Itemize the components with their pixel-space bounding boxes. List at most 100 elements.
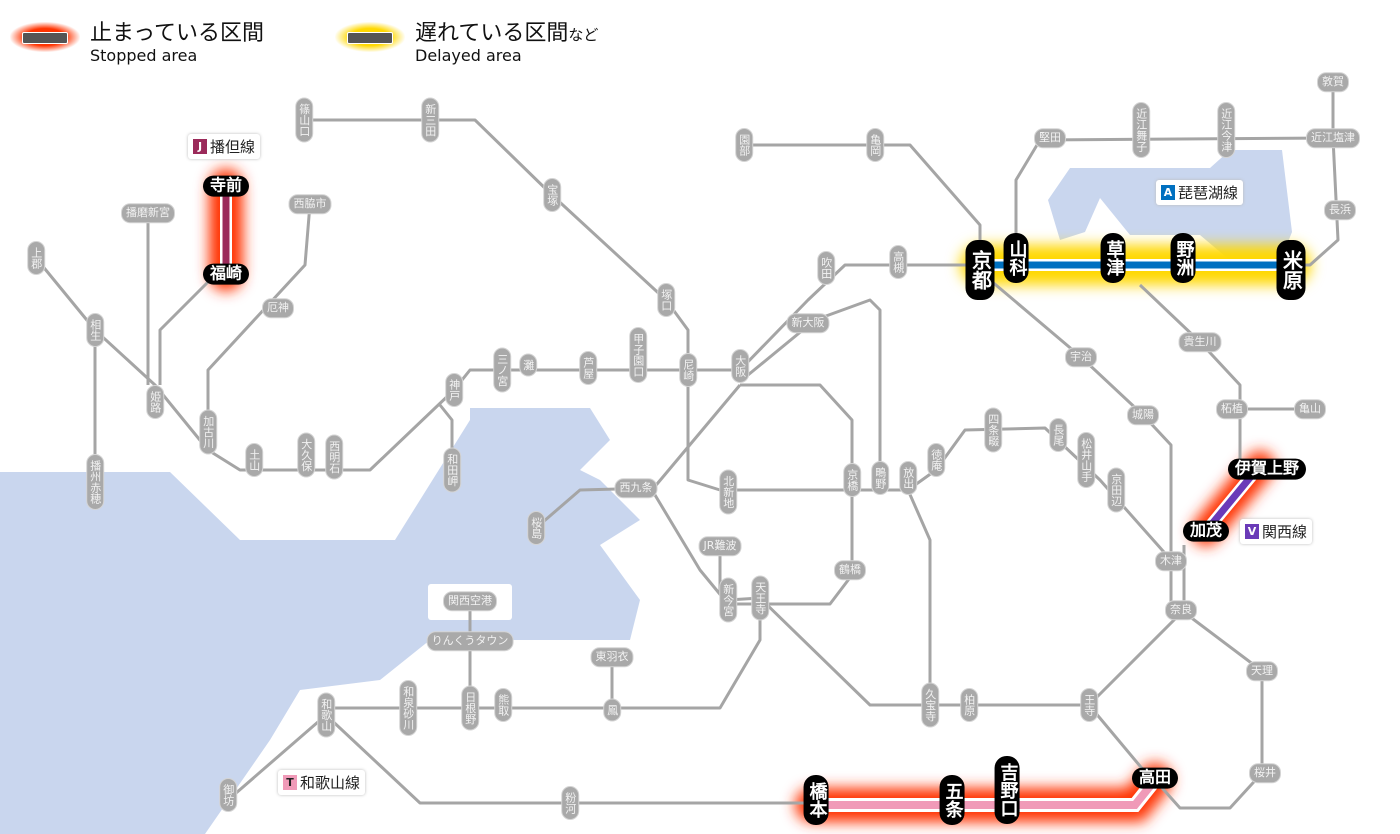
station-joyo[interactable]: 城陽 <box>1127 405 1159 425</box>
station-fukusaki[interactable]: 福崎 <box>202 263 250 285</box>
line-badge: T <box>283 775 297 790</box>
station-banshuako[interactable]: 播州赤穂 <box>86 454 104 510</box>
station-wadamisaki[interactable]: 和田岬 <box>443 447 461 493</box>
station-ashiya[interactable]: 芦屋 <box>579 351 597 385</box>
station-gojo[interactable]: 五条 <box>939 775 965 825</box>
station-hineno[interactable]: 日根野 <box>461 685 479 731</box>
station-kibukawa[interactable]: 貴生川 <box>1178 332 1222 352</box>
line-label-kansai[interactable]: V 関西線 <box>1240 519 1313 544</box>
station-kameoka[interactable]: 亀岡 <box>866 128 884 162</box>
station-jrnamba[interactable]: JR難波 <box>698 536 742 556</box>
station-matsuiyamate[interactable]: 松井山手 <box>1077 432 1095 488</box>
station-kamigori[interactable]: 上郡 <box>27 241 45 275</box>
station-omimaiko[interactable]: 近江舞子 <box>1132 102 1150 158</box>
station-kashiwara[interactable]: 柏原 <box>960 688 978 722</box>
station-tenri[interactable]: 天理 <box>1246 661 1278 681</box>
station-kyoto[interactable]: 京都 <box>965 240 995 300</box>
station-harimashingu[interactable]: 播磨新宮 <box>121 203 175 223</box>
station-kobe[interactable]: 神戸 <box>445 373 463 407</box>
station-kamo[interactable]: 加茂 <box>1182 520 1230 542</box>
station-kyotanabe[interactable]: 京田辺 <box>1107 467 1125 513</box>
station-tsukaguchi[interactable]: 塚口 <box>657 283 675 317</box>
station-sakurajima[interactable]: 桜島 <box>527 511 545 545</box>
station-yoshinoguchi[interactable]: 吉野口 <box>994 756 1020 824</box>
station-kyobashi[interactable]: 京橋 <box>843 463 861 497</box>
station-katata[interactable]: 堅田 <box>1034 128 1066 148</box>
line-name: 和歌山線 <box>300 774 361 792</box>
station-otori[interactable]: 鳳 <box>603 698 621 722</box>
station-tsuruhashi[interactable]: 鶴橋 <box>834 560 866 580</box>
station-nara[interactable]: 奈良 <box>1165 600 1197 620</box>
station-himeji[interactable]: 姫路 <box>146 385 164 419</box>
station-nishiwakishi[interactable]: 西脇市 <box>288 194 332 214</box>
station-sakurai[interactable]: 桜井 <box>1249 763 1281 783</box>
station-nagahama[interactable]: 長浜 <box>1324 200 1356 220</box>
station-takarazuka[interactable]: 宝塚 <box>543 178 561 212</box>
station-rinkutown[interactable]: りんくうタウン <box>426 631 514 651</box>
station-wakayama[interactable]: 和歌山 <box>317 692 335 738</box>
station-koshienguchi[interactable]: 甲子園口 <box>629 327 647 383</box>
station-aioi[interactable]: 相生 <box>86 313 104 347</box>
station-sannomiya[interactable]: 三ノ宮 <box>493 347 511 393</box>
line-label-biwako[interactable]: A 琵琶湖線 <box>1156 180 1244 205</box>
station-kizu[interactable]: 木津 <box>1155 551 1187 571</box>
station-kitashinchi[interactable]: 北新地 <box>719 469 737 515</box>
station-sasayamaguchi[interactable]: 篠山口 <box>295 97 313 143</box>
station-kameyama[interactable]: 亀山 <box>1294 399 1326 419</box>
station-yakujin[interactable]: 厄神 <box>262 298 294 318</box>
station-takatsuki[interactable]: 高槻 <box>889 245 907 279</box>
station-kumatori[interactable]: 熊取 <box>494 688 512 722</box>
line-badge: V <box>1245 524 1259 539</box>
station-oji[interactable]: 王寺 <box>1080 688 1098 722</box>
station-okubo[interactable]: 大久保 <box>297 432 315 478</box>
line-label-wakayama[interactable]: T 和歌山線 <box>278 770 366 795</box>
station-tsuchiyama[interactable]: 土山 <box>245 443 263 477</box>
station-higashihagoromo[interactable]: 東羽衣 <box>590 647 634 667</box>
line-label-bantan[interactable]: J 播但線 <box>188 134 261 159</box>
station-nada[interactable]: 灘 <box>519 353 537 377</box>
station-tsuge[interactable]: 柘植 <box>1216 399 1248 419</box>
station-shinimamiya[interactable]: 新今宮 <box>719 577 737 623</box>
station-yasu[interactable]: 野洲 <box>1170 233 1196 283</box>
station-takada[interactable]: 高田 <box>1131 767 1179 789</box>
station-igaueno[interactable]: 伊賀上野 <box>1227 458 1307 480</box>
legend-stopped-en: Stopped area <box>90 46 198 66</box>
station-sonobe[interactable]: 園部 <box>735 128 753 162</box>
station-nishikujo[interactable]: 西九条 <box>614 478 658 498</box>
station-hashimoto[interactable]: 橋本 <box>803 775 829 825</box>
legend-stopped: 止まっている区間 Stopped area <box>10 21 264 66</box>
station-nagao[interactable]: 長尾 <box>1049 418 1067 452</box>
station-hanaten[interactable]: 放出 <box>899 461 917 495</box>
station-tennoji[interactable]: 天王寺 <box>751 575 769 621</box>
station-tsuruga[interactable]: 敦賀 <box>1317 72 1349 92</box>
station-kansaiairport[interactable]: 関西空港 <box>443 591 497 611</box>
station-osaka[interactable]: 大阪 <box>731 349 749 383</box>
station-tokuan[interactable]: 徳庵 <box>927 443 945 477</box>
station-shinosaka[interactable]: 新大阪 <box>786 313 830 333</box>
osaka-bay <box>0 408 640 834</box>
station-shinsanda[interactable]: 新三田 <box>421 97 439 143</box>
station-kyuhoji[interactable]: 久宝寺 <box>921 682 939 728</box>
station-yamashina[interactable]: 山科 <box>1003 233 1029 283</box>
station-maibara[interactable]: 米原 <box>1276 240 1306 300</box>
stopped-swatch <box>10 22 80 52</box>
station-shigino[interactable]: 鴫野 <box>871 461 889 495</box>
station-shijonawate[interactable]: 四条畷 <box>984 407 1002 453</box>
station-nishiakashi[interactable]: 西明石 <box>325 434 343 480</box>
station-omiimazu[interactable]: 近江今津 <box>1217 102 1235 158</box>
station-suita[interactable]: 吹田 <box>817 251 835 285</box>
station-omishiotsu[interactable]: 近江塩津 <box>1306 128 1360 148</box>
station-kusatsu[interactable]: 草津 <box>1100 233 1126 283</box>
station-teramae[interactable]: 寺前 <box>202 175 250 197</box>
line-name: 播但線 <box>210 138 256 156</box>
line-name: 関西線 <box>1262 523 1308 541</box>
station-kokawa[interactable]: 粉河 <box>561 786 579 820</box>
station-amagasaki[interactable]: 尼崎 <box>679 353 697 387</box>
station-kakogawa[interactable]: 加古川 <box>199 409 217 455</box>
line-name: 琵琶湖線 <box>1178 184 1239 202</box>
station-gobo[interactable]: 御坊 <box>219 778 237 812</box>
station-uji[interactable]: 宇治 <box>1065 347 1097 367</box>
station-izumisunagawa[interactable]: 和泉砂川 <box>399 680 417 736</box>
